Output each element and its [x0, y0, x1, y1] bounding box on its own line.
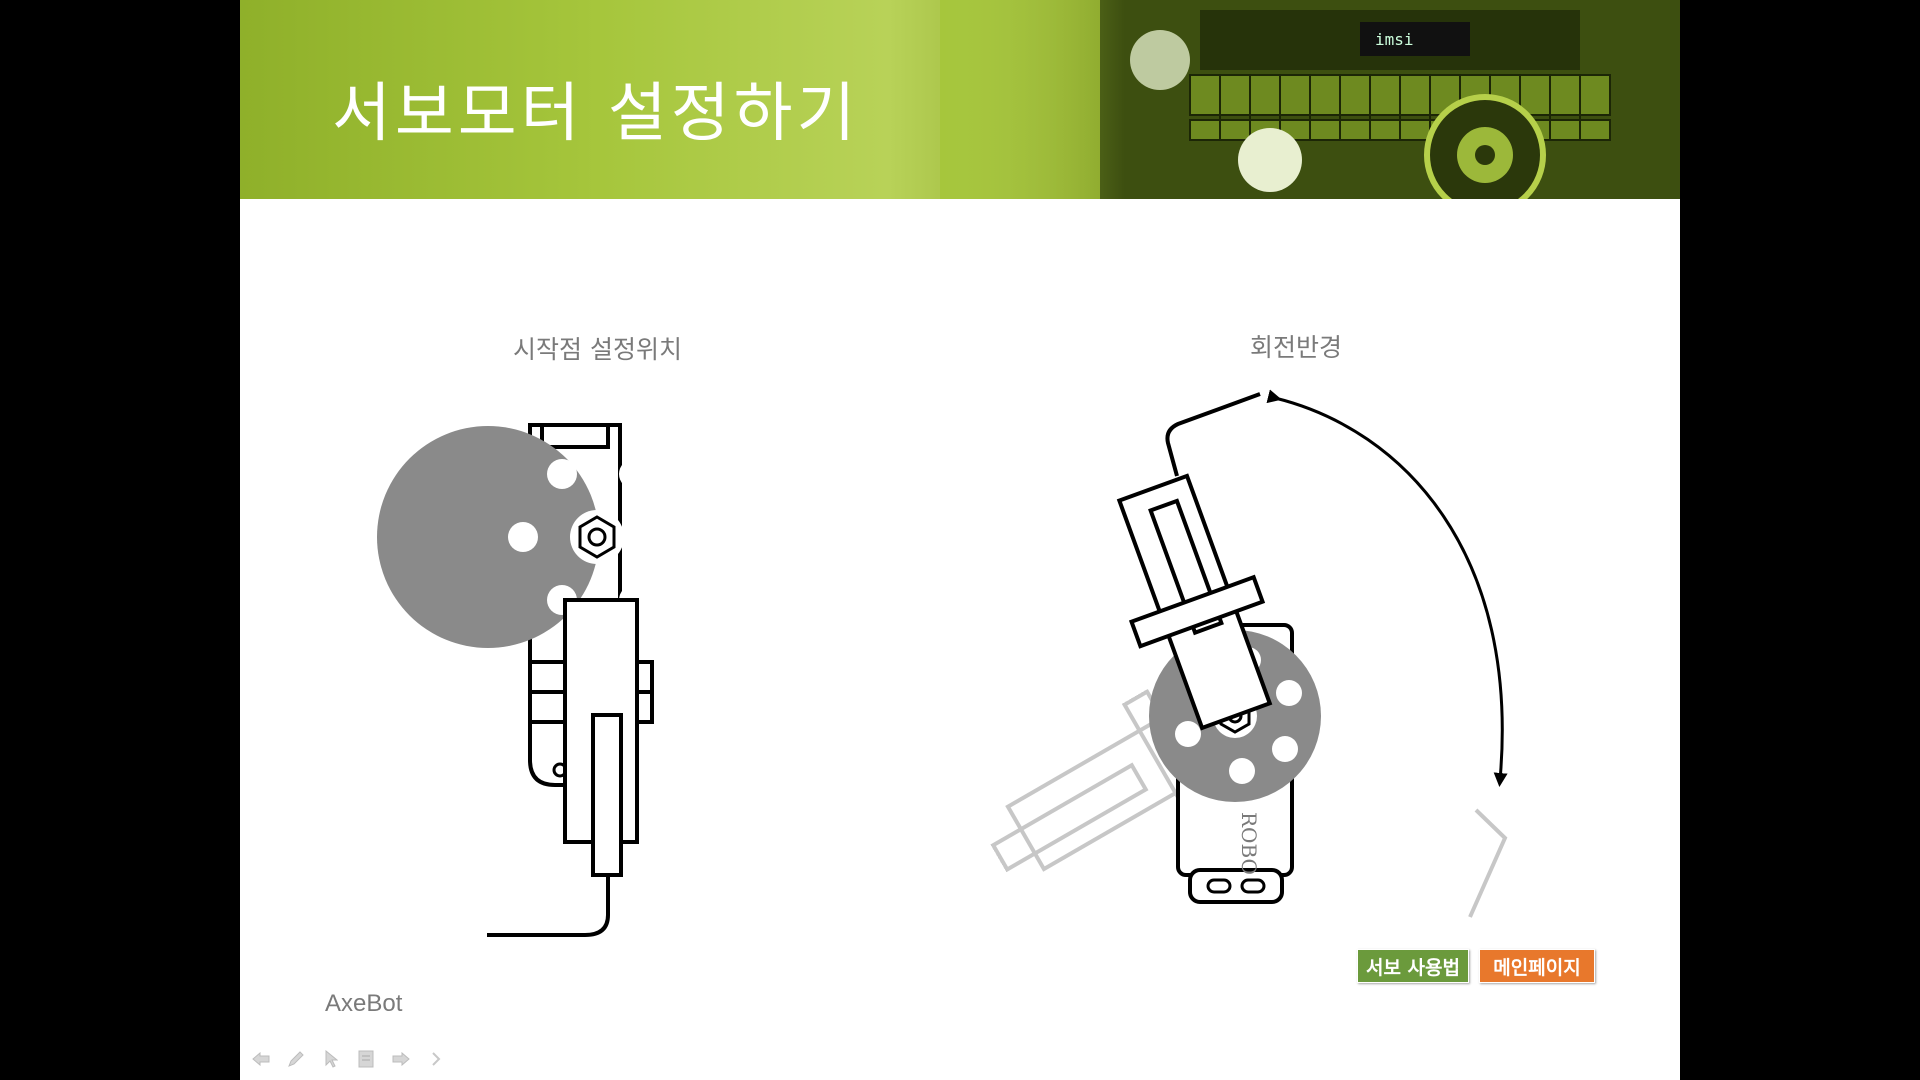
back-arrow-icon[interactable] [250, 1048, 272, 1070]
slide-menu-icon[interactable] [355, 1048, 377, 1070]
start-position-caption: 시작점 설정위치 [513, 335, 682, 364]
forward-arrow-icon[interactable] [390, 1048, 412, 1070]
slide-title: 서보모터 설정하기 [332, 77, 860, 151]
chevron-right-icon[interactable] [425, 1048, 447, 1070]
robot-tank-image: imsi [940, 0, 1680, 199]
servo-brand-label: ROBO [1237, 812, 1261, 875]
pen-icon[interactable] [285, 1048, 307, 1070]
servo-usage-button[interactable]: 서보 사용법 [1357, 949, 1469, 983]
servo-horn [377, 426, 599, 648]
slide: imsi 서보모터 설정하기 시작점 설정위치 회전반경 [240, 0, 1680, 1080]
servo-diagrams: ROBO [377, 389, 1508, 937]
servo-rotation-illustration: ROBO [990, 389, 1508, 918]
main-page-button[interactable]: 메인페이지 [1479, 949, 1595, 983]
footer-brand: AxeBot [325, 990, 403, 1017]
servo-start-position-illustration [377, 422, 680, 937]
rotation-range-caption: 회전반경 [1250, 333, 1343, 362]
slideshow-toolbar [250, 1048, 447, 1070]
rotation-arrow [1266, 389, 1508, 787]
title-banner: imsi 서보모터 설정하기 [240, 0, 1680, 199]
pointer-icon[interactable] [320, 1048, 342, 1070]
